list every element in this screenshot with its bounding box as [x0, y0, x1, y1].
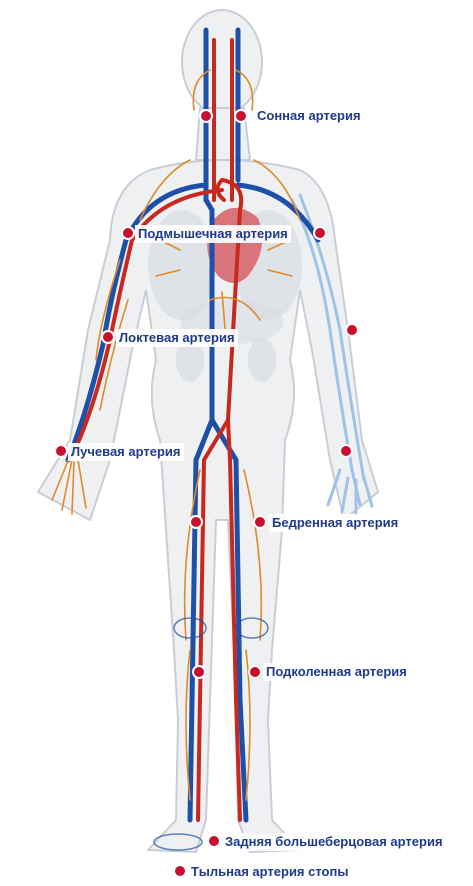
pulse-point-radial-left[interactable] [55, 445, 67, 457]
pulse-point-femoral-left[interactable] [190, 516, 202, 528]
pulse-point-popliteal-left[interactable] [193, 666, 205, 678]
label-popliteal-artery: Подколенная артерия [263, 663, 410, 681]
pulse-point-posterior-tibial[interactable] [208, 835, 220, 847]
pulse-point-brachial-left[interactable] [102, 331, 114, 343]
pulse-point-femoral-right[interactable] [254, 516, 266, 528]
pulse-point-radial-right[interactable] [340, 445, 352, 457]
label-posterior-tibial-artery: Задняя большеберцовая артерия [222, 833, 446, 851]
label-carotid-artery: Сонная артерия [254, 107, 364, 125]
pulse-point-axillary-left[interactable] [122, 227, 134, 239]
label-dorsalis-pedis-artery: Тыльная артерия стопы [188, 863, 351, 881]
label-axillary-artery: Подмышечная артерия [135, 225, 291, 243]
pulse-point-dorsalis-pedis[interactable] [174, 865, 186, 877]
pulse-point-carotid-right[interactable] [235, 110, 247, 122]
pulse-point-carotid-left[interactable] [200, 110, 212, 122]
pulse-point-axillary-right[interactable] [314, 227, 326, 239]
label-radial-artery: Лучевая артерия [68, 443, 184, 461]
pulse-point-brachial-right[interactable] [346, 324, 358, 336]
label-femoral-artery: Бедренная артерия [269, 514, 401, 532]
pulse-point-popliteal-right[interactable] [249, 666, 261, 678]
label-brachial-artery: Локтевая артерия [116, 329, 238, 347]
